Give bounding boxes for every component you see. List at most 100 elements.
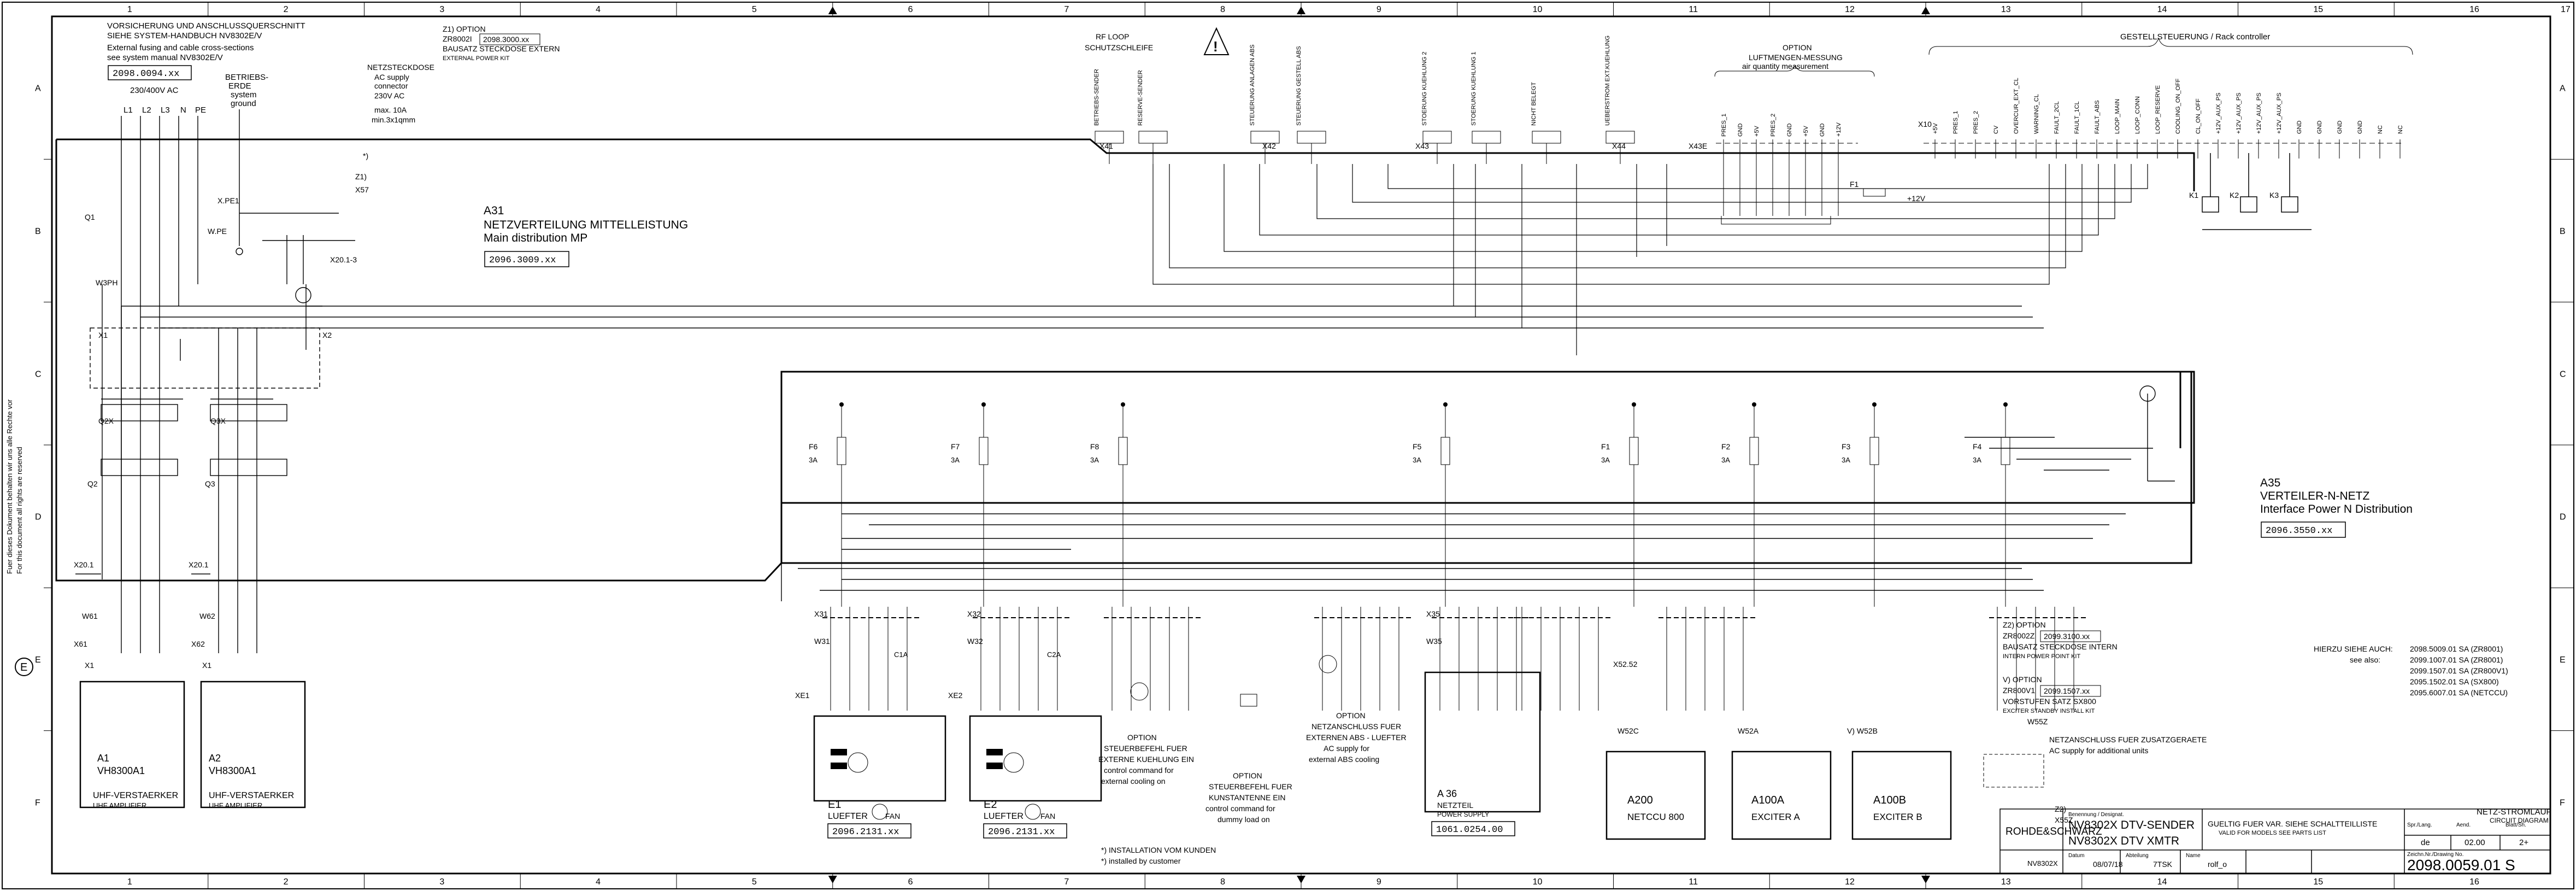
psu-en: POWER SUPPLY: [1437, 811, 1489, 818]
rack-pin-label: NC: [2397, 125, 2404, 134]
col-mark-bottom: 12: [1845, 877, 1855, 887]
fusing-en-ref: see system manual NV8302E/V: [107, 53, 223, 62]
fuse-node: [2003, 402, 2008, 407]
row-mark-right: E: [2560, 655, 2566, 665]
signal-label: STEUERUNG ANLAGEN ABS: [1249, 44, 1256, 126]
socket-option: NETZSTECKDOSE AC supply connector 230V A…: [355, 25, 560, 194]
lbl-x20-1a: X20.1: [74, 560, 94, 569]
add-2: AC supply for additional units: [2049, 746, 2148, 755]
psu-w: W35: [1426, 637, 1442, 646]
a100a-name: EXCITER A: [1751, 812, 1800, 822]
lbl-x61: X61: [74, 640, 87, 648]
a1-en: UHF AMPLIFIER: [93, 801, 146, 810]
fuse-label: F5: [1413, 442, 1422, 451]
a100a-id: A100A: [1751, 794, 1785, 806]
option-notes: OPTION STEUERBEFEHL FUER EXTERNE KUEHLUN…: [1098, 655, 1407, 865]
fuse-body: [1118, 437, 1128, 465]
lbl-x1c: X1: [202, 661, 211, 670]
e1-id: E1: [828, 799, 841, 811]
signal-connector-label: X41: [1099, 142, 1113, 150]
air-option: OPTION LUFTMENGEN-MESSUNG air quantity m…: [1714, 43, 1932, 203]
rack-pin-label: PRES_2: [1973, 111, 1979, 134]
lbl-q1: Q1: [85, 213, 95, 221]
arrow-mark: [1921, 7, 1930, 14]
lbl-x20-1b: X20.1: [189, 560, 209, 569]
col-mark-bottom: 10: [1533, 877, 1543, 887]
lbl-abt: Abteilung: [2126, 853, 2149, 859]
a2-part: VH8300A1: [209, 765, 256, 776]
rack-controller-title: GESTELLSTEUERUNG / Rack controller: [2120, 32, 2270, 42]
a100b-w: V) W52B: [1847, 726, 1878, 735]
lbl-q3x: Q3X: [210, 417, 226, 425]
air-pin-label: PRES_1: [1721, 114, 1727, 137]
a31-label: A31 NETZVERTEILUNG MITTELLEISTUNG Main d…: [484, 204, 688, 267]
phase-l2: L2: [142, 105, 151, 115]
signal-connector-label: X43: [1415, 142, 1429, 150]
socket-star: *): [363, 151, 368, 160]
lbl-aend: Aend.: [2456, 822, 2471, 828]
col-mark-top: 14: [2157, 5, 2167, 14]
rack-pin-label: +12V_AUX_PS: [2236, 92, 2242, 134]
signal-contact: [1532, 131, 1561, 144]
fuse-label: F3: [1842, 442, 1851, 451]
abs-3: EXTERNEN ABS - LUEFTER: [1306, 733, 1407, 742]
star-1: *) INSTALLATION VOM KUNDEN: [1101, 846, 1216, 854]
air-pin-label: +5V: [1803, 125, 1809, 137]
lbl-zeich: Zeichn.Nr./Drawing No.: [2407, 852, 2463, 858]
relay-k1: K1: [2189, 191, 2198, 200]
col-mark-bottom: 15: [2313, 877, 2323, 887]
fuse-node: [839, 402, 844, 407]
dummy-2: STEUERBEFEHL FUER: [1209, 782, 1292, 791]
a200-name: NETCCU 800: [1627, 812, 1684, 822]
arrow-mark: [828, 876, 837, 883]
socket-title-5: max. 10A: [374, 105, 407, 114]
rack-pin-label: GND: [2357, 121, 2363, 134]
psu-id: A 36: [1437, 788, 1457, 799]
drawing-number: 2098.0059.01 S: [2407, 857, 2515, 874]
rack-pin-label: LOOP_MAIN: [2114, 99, 2121, 134]
arrow-mark: [1297, 876, 1305, 883]
col-mark-bottom: 13: [2001, 877, 2011, 887]
fusing-en: External fusing and cable cross-sections: [107, 43, 254, 52]
e2-part: 2096.2131.xx: [988, 827, 1055, 837]
col-mark-bottom: 1: [127, 877, 132, 887]
fuse-label: F1: [1601, 442, 1610, 451]
rights-note-de: Fuer dieses Dokument behalten wir uns al…: [5, 399, 14, 574]
add-1: NETZANSCHLUSS FUER ZUSATZGERAETE: [2049, 735, 2207, 744]
ref-2: 2099.1007.01 SA (ZR8001): [2410, 655, 2503, 664]
amplifier-a2: A2 VH8300A1 UHF-VERSTAERKER UHF AMPLIFIE…: [200, 681, 306, 810]
a31-id: A31: [484, 204, 504, 217]
rack-pin-label: COOLING_ON_OFF: [2175, 78, 2181, 134]
row-mark-left: A: [35, 84, 41, 93]
rack-pin-label: FAULT_2CL: [2054, 101, 2060, 134]
a2-id: A2: [209, 753, 221, 764]
fuse-label: F7: [951, 442, 960, 451]
socket-z1-part-a: ZR8002I: [443, 34, 472, 43]
earth-label-1: BETRIEBS-: [225, 73, 268, 82]
e2-cap: C2A: [1047, 650, 1061, 659]
col-mark-bottom: 2: [284, 877, 289, 887]
references: HIERZU SIEHE AUCH: see also: 2098.5009.0…: [2314, 644, 2508, 697]
abs-4: AC supply for: [1324, 744, 1369, 753]
rack-pin-label: +12V_AUX_PS: [2256, 92, 2262, 134]
distribution-bus: [781, 385, 2175, 601]
a1-id: A1: [97, 753, 109, 764]
col-mark-top: 3: [439, 5, 444, 14]
lbl-12v-top: +12V: [1907, 194, 1926, 203]
a2-en: UHF AMPLIFIER: [209, 801, 262, 810]
z2-l1: BAUSATZ STECKDOSE INTERN: [2003, 642, 2118, 651]
a100b-id: A100B: [1873, 794, 1906, 806]
rack-controller: GESTELLSTEUERUNG / Rack controller: [1928, 32, 2413, 55]
fuse-body: [1440, 437, 1450, 465]
col-mark-top: 5: [752, 5, 757, 14]
corner-mark: 17: [2561, 5, 2571, 14]
a35-title: VERTEILER-N-NETZ: [2260, 490, 2369, 502]
e1-xe: XE1: [795, 691, 810, 700]
cool-2: STEUERBEFEHL FUER: [1104, 744, 1187, 753]
lbl-datum: Datum: [2068, 853, 2084, 859]
socket-x57: X57: [355, 185, 369, 194]
